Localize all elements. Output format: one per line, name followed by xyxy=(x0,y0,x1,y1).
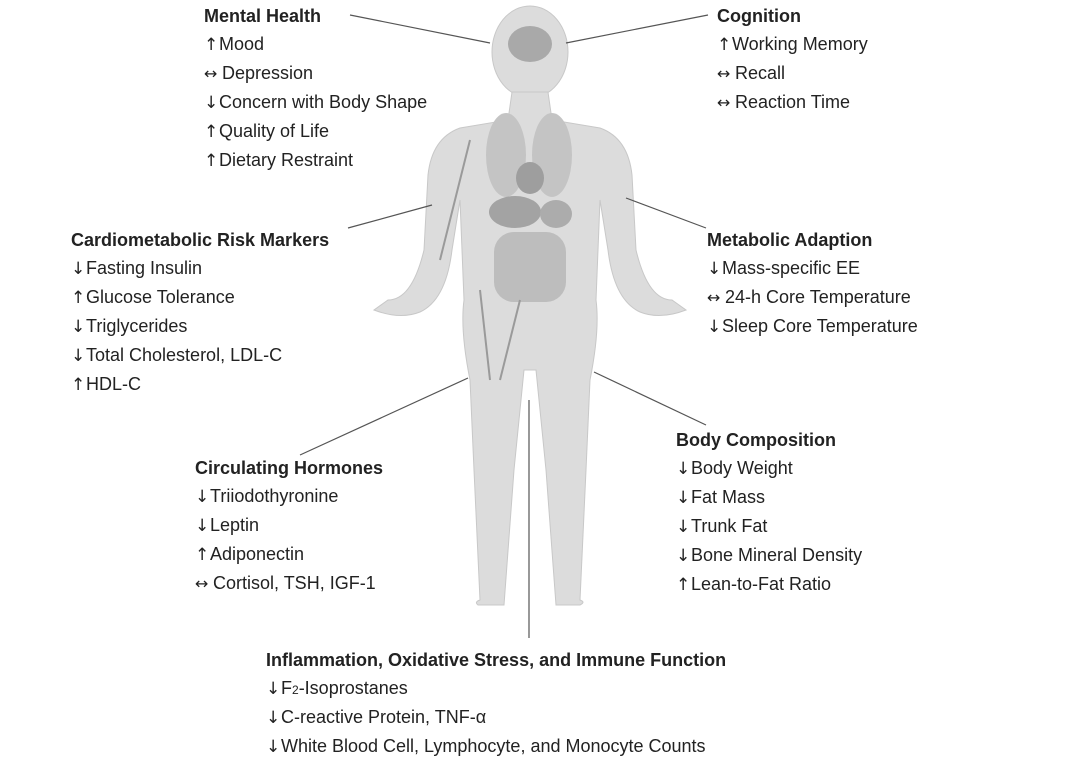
arrow-down-icon: ↓ xyxy=(707,259,722,279)
arrow-down-icon: ↓ xyxy=(676,517,691,537)
inflammation-item: ↓C-reactive Protein, TNF-α xyxy=(266,703,726,732)
arrow-down-icon: ↓ xyxy=(707,317,722,337)
body-composition-item: ↓Bone Mineral Density xyxy=(676,541,862,570)
cardiometabolic-item: ↑Glucose Tolerance xyxy=(71,283,329,312)
metabolic-adaption-item: ↓Mass-specific EE xyxy=(707,254,918,283)
arrow-down-icon: ↓ xyxy=(266,737,281,757)
arrow-down-icon: ↓ xyxy=(71,346,86,366)
arrow-bidirectional-icon: ↔ xyxy=(707,288,721,307)
arrow-up-icon: ↑ xyxy=(195,545,210,565)
mental-health-item: ↔Depression xyxy=(204,59,427,88)
mental-health-item: ↑Mood xyxy=(204,30,427,59)
liver-icon xyxy=(489,196,541,228)
circulating-hormones-item: ↓Triiodothyronine xyxy=(195,482,383,511)
cardiometabolic-item: ↓Fasting Insulin xyxy=(71,254,329,283)
cardiometabolic-item: ↑HDL-C xyxy=(71,370,329,399)
leader-line-metabolic xyxy=(625,197,707,229)
arrow-up-icon: ↑ xyxy=(676,575,691,595)
arrow-up-icon: ↑ xyxy=(204,122,219,142)
vessels-icon xyxy=(439,139,521,381)
heart-icon xyxy=(516,162,544,194)
arrow-up-icon: ↑ xyxy=(717,35,732,55)
circulating-hormones-item: ↓Leptin xyxy=(195,511,383,540)
leader-line-mental-health xyxy=(349,14,491,44)
circulating-hormones-item: ↑Adiponectin xyxy=(195,540,383,569)
arrow-down-icon: ↓ xyxy=(676,546,691,566)
arrow-down-icon: ↓ xyxy=(204,93,219,113)
cognition-group: Cognition ↑Working Memory ↔Recall ↔React… xyxy=(717,2,868,117)
arrow-down-icon: ↓ xyxy=(676,459,691,479)
organs xyxy=(439,26,572,381)
cardiometabolic-item: ↓Triglycerides xyxy=(71,312,329,341)
metabolic-adaption-item: ↔24-h Core Temperature xyxy=(707,283,918,312)
arrow-down-icon: ↓ xyxy=(676,488,691,508)
inflammation-group: Inflammation, Oxidative Stress, and Immu… xyxy=(266,646,726,761)
inflammation-title: Inflammation, Oxidative Stress, and Immu… xyxy=(266,650,727,670)
intestines-icon xyxy=(494,232,566,302)
leader-line-hormones xyxy=(299,377,469,456)
cognition-item: ↔Reaction Time xyxy=(717,88,868,117)
cardiometabolic-group: Cardiometabolic Risk Markers ↓Fasting In… xyxy=(71,226,329,399)
mental-health-group: Mental Health ↑Mood ↔Depression ↓Concern… xyxy=(204,2,427,175)
inflammation-item: ↓White Blood Cell, Lymphocyte, and Monoc… xyxy=(266,732,726,761)
mental-health-title: Mental Health xyxy=(204,6,322,26)
cognition-title: Cognition xyxy=(717,6,801,26)
body-composition-item: ↓Body Weight xyxy=(676,454,862,483)
arrow-up-icon: ↑ xyxy=(204,35,219,55)
leader-lines xyxy=(299,14,709,638)
arrow-bidirectional-icon: ↔ xyxy=(717,64,731,83)
arrow-down-icon: ↓ xyxy=(195,487,210,507)
circulating-hormones-item: ↔Cortisol, TSH, IGF-1 xyxy=(195,569,383,598)
metabolic-adaption-item: ↓Sleep Core Temperature xyxy=(707,312,918,341)
arrow-down-icon: ↓ xyxy=(195,516,210,536)
body-composition-item: ↓Trunk Fat xyxy=(676,512,862,541)
circulating-hormones-group: Circulating Hormones ↓Triiodothyronine ↓… xyxy=(195,454,383,598)
cognition-item: ↔Recall xyxy=(717,59,868,88)
arrow-bidirectional-icon: ↔ xyxy=(204,64,218,83)
cardiometabolic-item: ↓Total Cholesterol, LDL-C xyxy=(71,341,329,370)
mental-health-item: ↑Dietary Restraint xyxy=(204,146,427,175)
left-lung-icon xyxy=(486,113,526,197)
arrow-up-icon: ↑ xyxy=(204,151,219,171)
leader-line-body-composition xyxy=(593,371,707,426)
arrow-bidirectional-icon: ↔ xyxy=(195,574,209,593)
brain-icon xyxy=(508,26,552,62)
circulating-hormones-title: Circulating Hormones xyxy=(195,458,384,478)
leader-line-cognition xyxy=(565,14,709,44)
arrow-up-icon: ↑ xyxy=(71,375,86,395)
metabolic-adaption-group: Metabolic Adaption ↓Mass-specific EE ↔24… xyxy=(707,226,918,341)
mental-health-item: ↓Concern with Body Shape xyxy=(204,88,427,117)
arrow-down-icon: ↓ xyxy=(71,317,86,337)
body-composition-item: ↓Fat Mass xyxy=(676,483,862,512)
arrow-down-icon: ↓ xyxy=(266,708,281,728)
mental-health-item: ↑Quality of Life xyxy=(204,117,427,146)
arrow-down-icon: ↓ xyxy=(266,679,281,699)
arrow-bidirectional-icon: ↔ xyxy=(717,93,731,112)
cognition-item: ↑Working Memory xyxy=(717,30,868,59)
arrow-up-icon: ↑ xyxy=(71,288,86,308)
body-composition-title: Body Composition xyxy=(676,430,836,450)
cardiometabolic-title: Cardiometabolic Risk Markers xyxy=(71,230,330,250)
body-composition-item: ↑Lean-to-Fat Ratio xyxy=(676,570,862,599)
metabolic-adaption-title: Metabolic Adaption xyxy=(707,230,873,250)
stomach-icon xyxy=(540,200,572,228)
body-composition-group: Body Composition ↓Body Weight ↓Fat Mass … xyxy=(676,426,862,599)
leader-line-cardiometabolic xyxy=(347,204,433,229)
arrow-down-icon: ↓ xyxy=(71,259,86,279)
